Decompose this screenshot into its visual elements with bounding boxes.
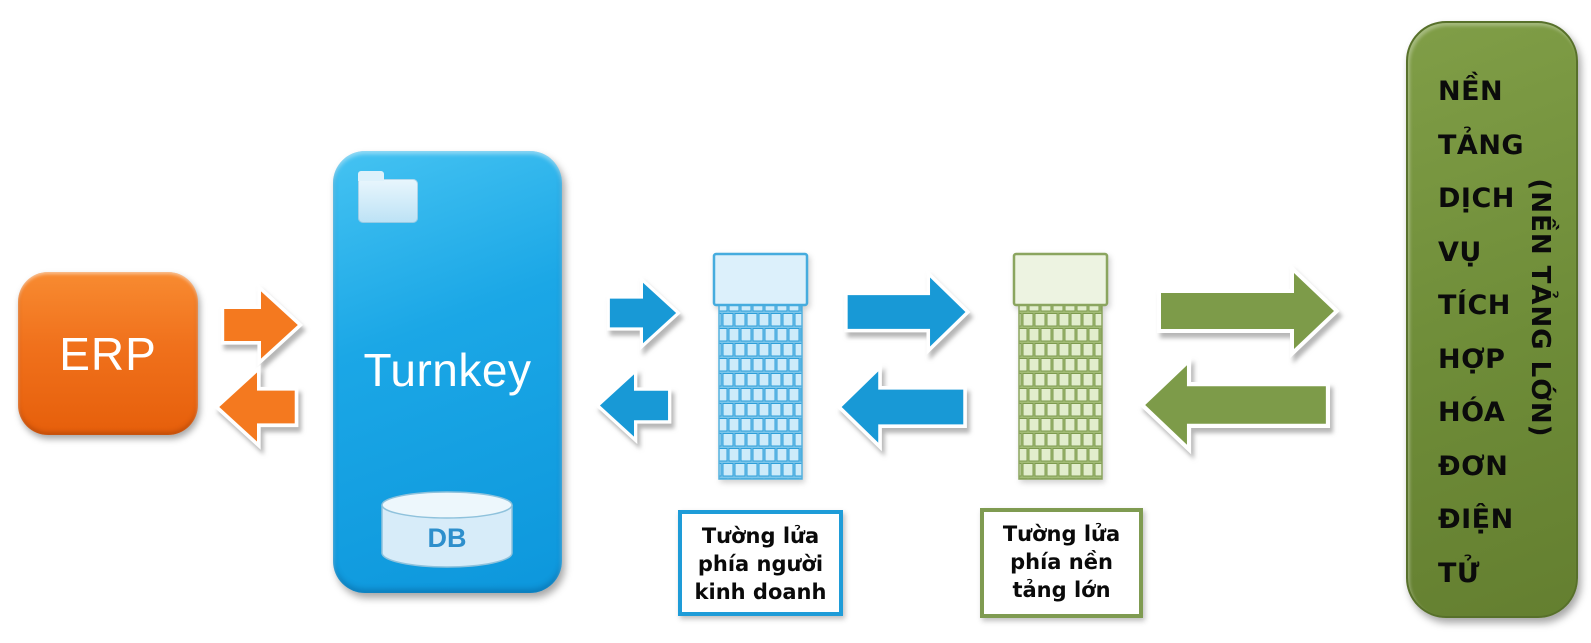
firewall-business-label-line2: phía người [697,552,824,576]
database-icon: DB [381,491,513,568]
firewall-platform-label-line3: tảng lớn [1012,578,1111,602]
erp-to-turnkey-arrow-icon [220,283,304,367]
platform-title: NỀN TẢNG DỊCH VỤ TÍCH HỢP HÓA ĐƠN ĐIỆN T… [1438,65,1524,600]
firewall-business-icon [712,252,809,480]
firewall-platform-label-line1: Tường lửa [1002,522,1121,546]
firewall-to-platform-arrow-icon [1157,263,1340,359]
erp-box: ERP [18,272,198,435]
turnkey-box: Turnkey DB [333,151,562,593]
platform-side-label: (NỀN TẢNG LỚN) [1525,178,1555,438]
folder-icon [358,171,418,223]
platform-word: HỢP [1438,343,1506,375]
platform-word: ĐƠN [1438,450,1509,482]
firewall-business-label: Tường lửa phía người kinh doanh [678,510,843,616]
platform-box: NỀN TẢNG DỊCH VỤ TÍCH HỢP HÓA ĐƠN ĐIỆN T… [1406,21,1578,618]
platform-word: VỤ [1438,236,1482,268]
firewall-platform-icon [1012,252,1109,480]
turnkey-label: Turnkey [363,344,532,396]
firewall-platform-label: Tường lửa phía nền tảng lớn [980,508,1143,618]
erp-label: ERP [59,327,157,380]
platform-word: NỀN [1438,76,1504,107]
platform-word: ĐIỆN [1438,504,1514,535]
platform-word: TẢNG [1438,129,1525,161]
firewall-business-label-line3: kinh doanh [694,580,827,604]
firewall-to-firewall-arrow-right-icon [844,269,971,355]
platform-word: HÓA [1438,397,1506,428]
turnkey-to-erp-arrow-icon [213,364,299,450]
firewall-platform-label-line2: phía nền [1010,550,1113,574]
turnkey-to-firewall-arrow-icon [606,275,681,351]
firewall-to-firewall-arrow-left-icon [836,362,967,452]
firewall-to-turnkey-arrow-icon [595,366,672,445]
platform-word: TÍCH [1438,290,1511,321]
firewall-business-label-line1: Tường lửa [701,524,820,548]
db-label: DB [428,523,467,553]
platform-word: TỬ [1438,557,1480,589]
platform-word: DỊCH [1438,183,1515,214]
platform-to-firewall-arrow-icon [1139,355,1331,455]
